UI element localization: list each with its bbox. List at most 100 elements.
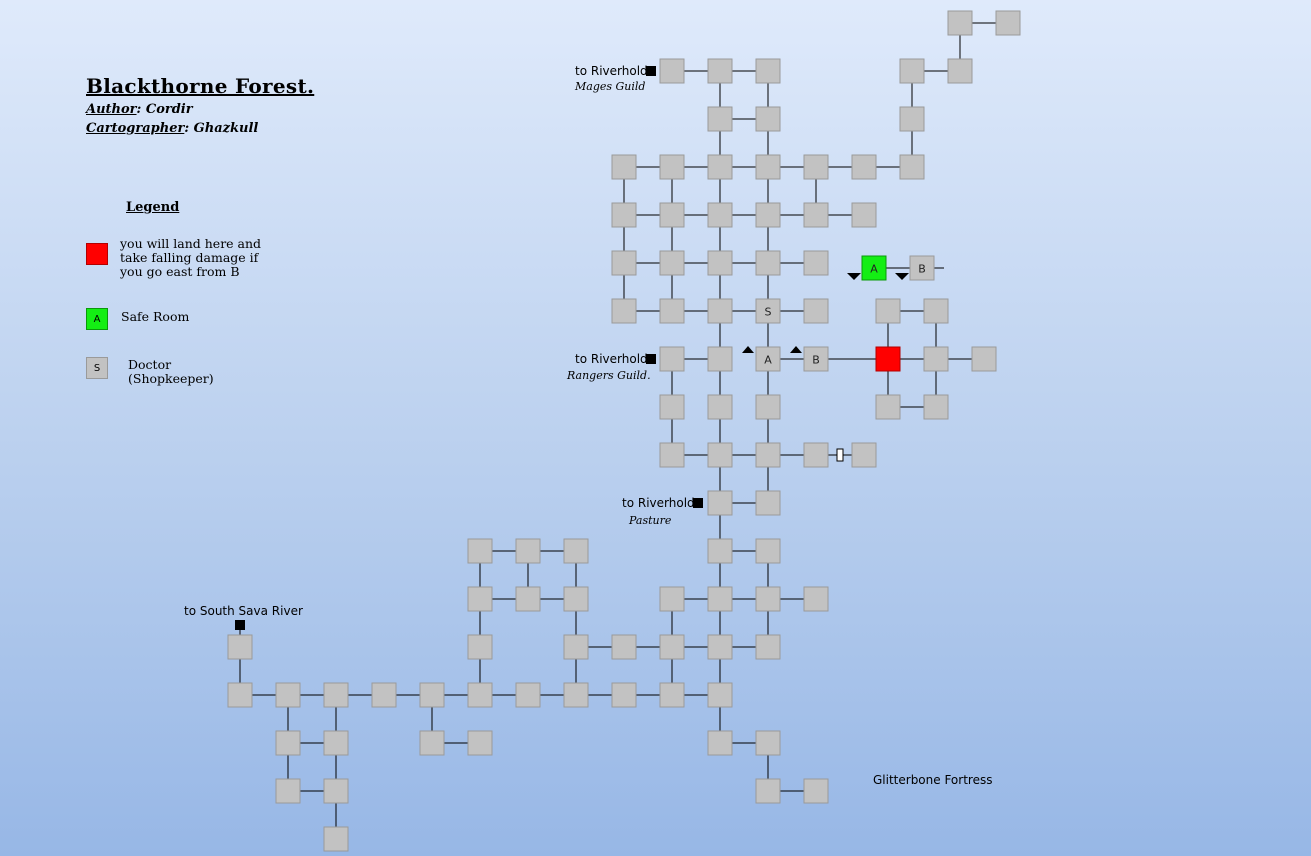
- legend-safe-text: Safe Room: [121, 309, 190, 324]
- map-room: [563, 586, 589, 612]
- down-arrow-icon: [895, 273, 909, 280]
- map-room: [227, 682, 253, 708]
- author-role: Author: [86, 102, 137, 117]
- map-room: [803, 442, 829, 468]
- map-room: [275, 730, 301, 756]
- map-room: [611, 154, 637, 180]
- cartographer-credit: Cartographer: Ghazkull: [86, 121, 259, 136]
- cartographer-role: Cartographer: [86, 121, 185, 136]
- map-room: [467, 682, 493, 708]
- cartographer-name: Ghazkull: [193, 121, 259, 136]
- map-room: [707, 442, 733, 468]
- map-room: [563, 538, 589, 564]
- map-room: [659, 298, 685, 324]
- map-room: [563, 682, 589, 708]
- map-room: [611, 250, 637, 276]
- map-room: [803, 250, 829, 276]
- map-room: [467, 730, 493, 756]
- map-room: [755, 394, 781, 420]
- map-room: [563, 634, 589, 660]
- map-room: [659, 442, 685, 468]
- map-room: [659, 346, 685, 372]
- author-name: Cordir: [145, 102, 193, 117]
- exit-label-mages: to Riverhold: [575, 64, 648, 78]
- map-room: [755, 106, 781, 132]
- map-room: [611, 298, 637, 324]
- map-room: [899, 58, 925, 84]
- map-room: [755, 250, 781, 276]
- map-room: [707, 538, 733, 564]
- map-room: [707, 298, 733, 324]
- map-room: [707, 682, 733, 708]
- map-room: [803, 154, 829, 180]
- map-room: [371, 682, 397, 708]
- map-room: [909, 255, 935, 281]
- map-room: [755, 490, 781, 516]
- map-room: [659, 250, 685, 276]
- door-marker: [836, 448, 844, 462]
- map-room: [851, 442, 877, 468]
- map-room: [707, 154, 733, 180]
- map-room: [467, 586, 493, 612]
- map-room: [707, 586, 733, 612]
- map-room: [707, 346, 733, 372]
- map-room: [659, 154, 685, 180]
- map-room: [275, 778, 301, 804]
- exit-label-pasture: to Riverhold: [622, 496, 695, 510]
- map-room: [515, 586, 541, 612]
- map-room: [659, 634, 685, 660]
- exit-label-rangers: to Riverhold: [575, 352, 648, 366]
- map-room: [803, 202, 829, 228]
- map-room: [923, 346, 949, 372]
- map-room: [611, 634, 637, 660]
- map-room: [755, 298, 781, 324]
- map-room: [875, 394, 901, 420]
- map-room: [851, 202, 877, 228]
- map-room: [227, 634, 253, 660]
- map-room: [323, 730, 349, 756]
- legend-fall-line-2: take falling damage if: [120, 250, 259, 265]
- map-room: [947, 58, 973, 84]
- map-room: [707, 730, 733, 756]
- exit-sub-rangers: Rangers Guild.: [566, 369, 651, 382]
- map-room: [707, 490, 733, 516]
- legend-heading: Legend: [126, 200, 180, 215]
- map-room: [707, 202, 733, 228]
- map-room: [707, 250, 733, 276]
- map-room: [515, 682, 541, 708]
- up-arrow-icon: [790, 346, 802, 353]
- map-room: [275, 682, 301, 708]
- map-room: [899, 106, 925, 132]
- up-arrow-icon: [742, 346, 754, 353]
- map-room: [803, 778, 829, 804]
- title-block: Blackthorne Forest. Author: Cordir Carto…: [86, 74, 314, 136]
- map-room: [755, 538, 781, 564]
- map-room: [755, 634, 781, 660]
- map-room: [659, 586, 685, 612]
- map-room: [707, 394, 733, 420]
- map-connections: [239, 22, 1008, 839]
- map-room: [875, 298, 901, 324]
- map-room: [419, 682, 445, 708]
- legend-fall-text: you will land here and take falling dama…: [120, 237, 261, 279]
- map-room: [611, 202, 637, 228]
- map-room: [659, 394, 685, 420]
- map-room: [659, 682, 685, 708]
- map-room: [707, 58, 733, 84]
- map-room: [755, 202, 781, 228]
- map-room: [323, 682, 349, 708]
- exit-marker: [646, 354, 656, 364]
- legend-doctor-text: Doctor (Shopkeeper): [128, 358, 214, 386]
- map-room: [947, 10, 973, 36]
- legend-doctor-line-2: (Shopkeeper): [128, 371, 214, 386]
- map-room: [755, 346, 781, 372]
- map-room: [707, 634, 733, 660]
- map-room: [803, 298, 829, 324]
- legend-fall-swatch: [86, 243, 108, 265]
- exit-marker: [235, 620, 245, 630]
- map-title: Blackthorne Forest.: [86, 74, 315, 98]
- map-room: [755, 154, 781, 180]
- map-room: [755, 442, 781, 468]
